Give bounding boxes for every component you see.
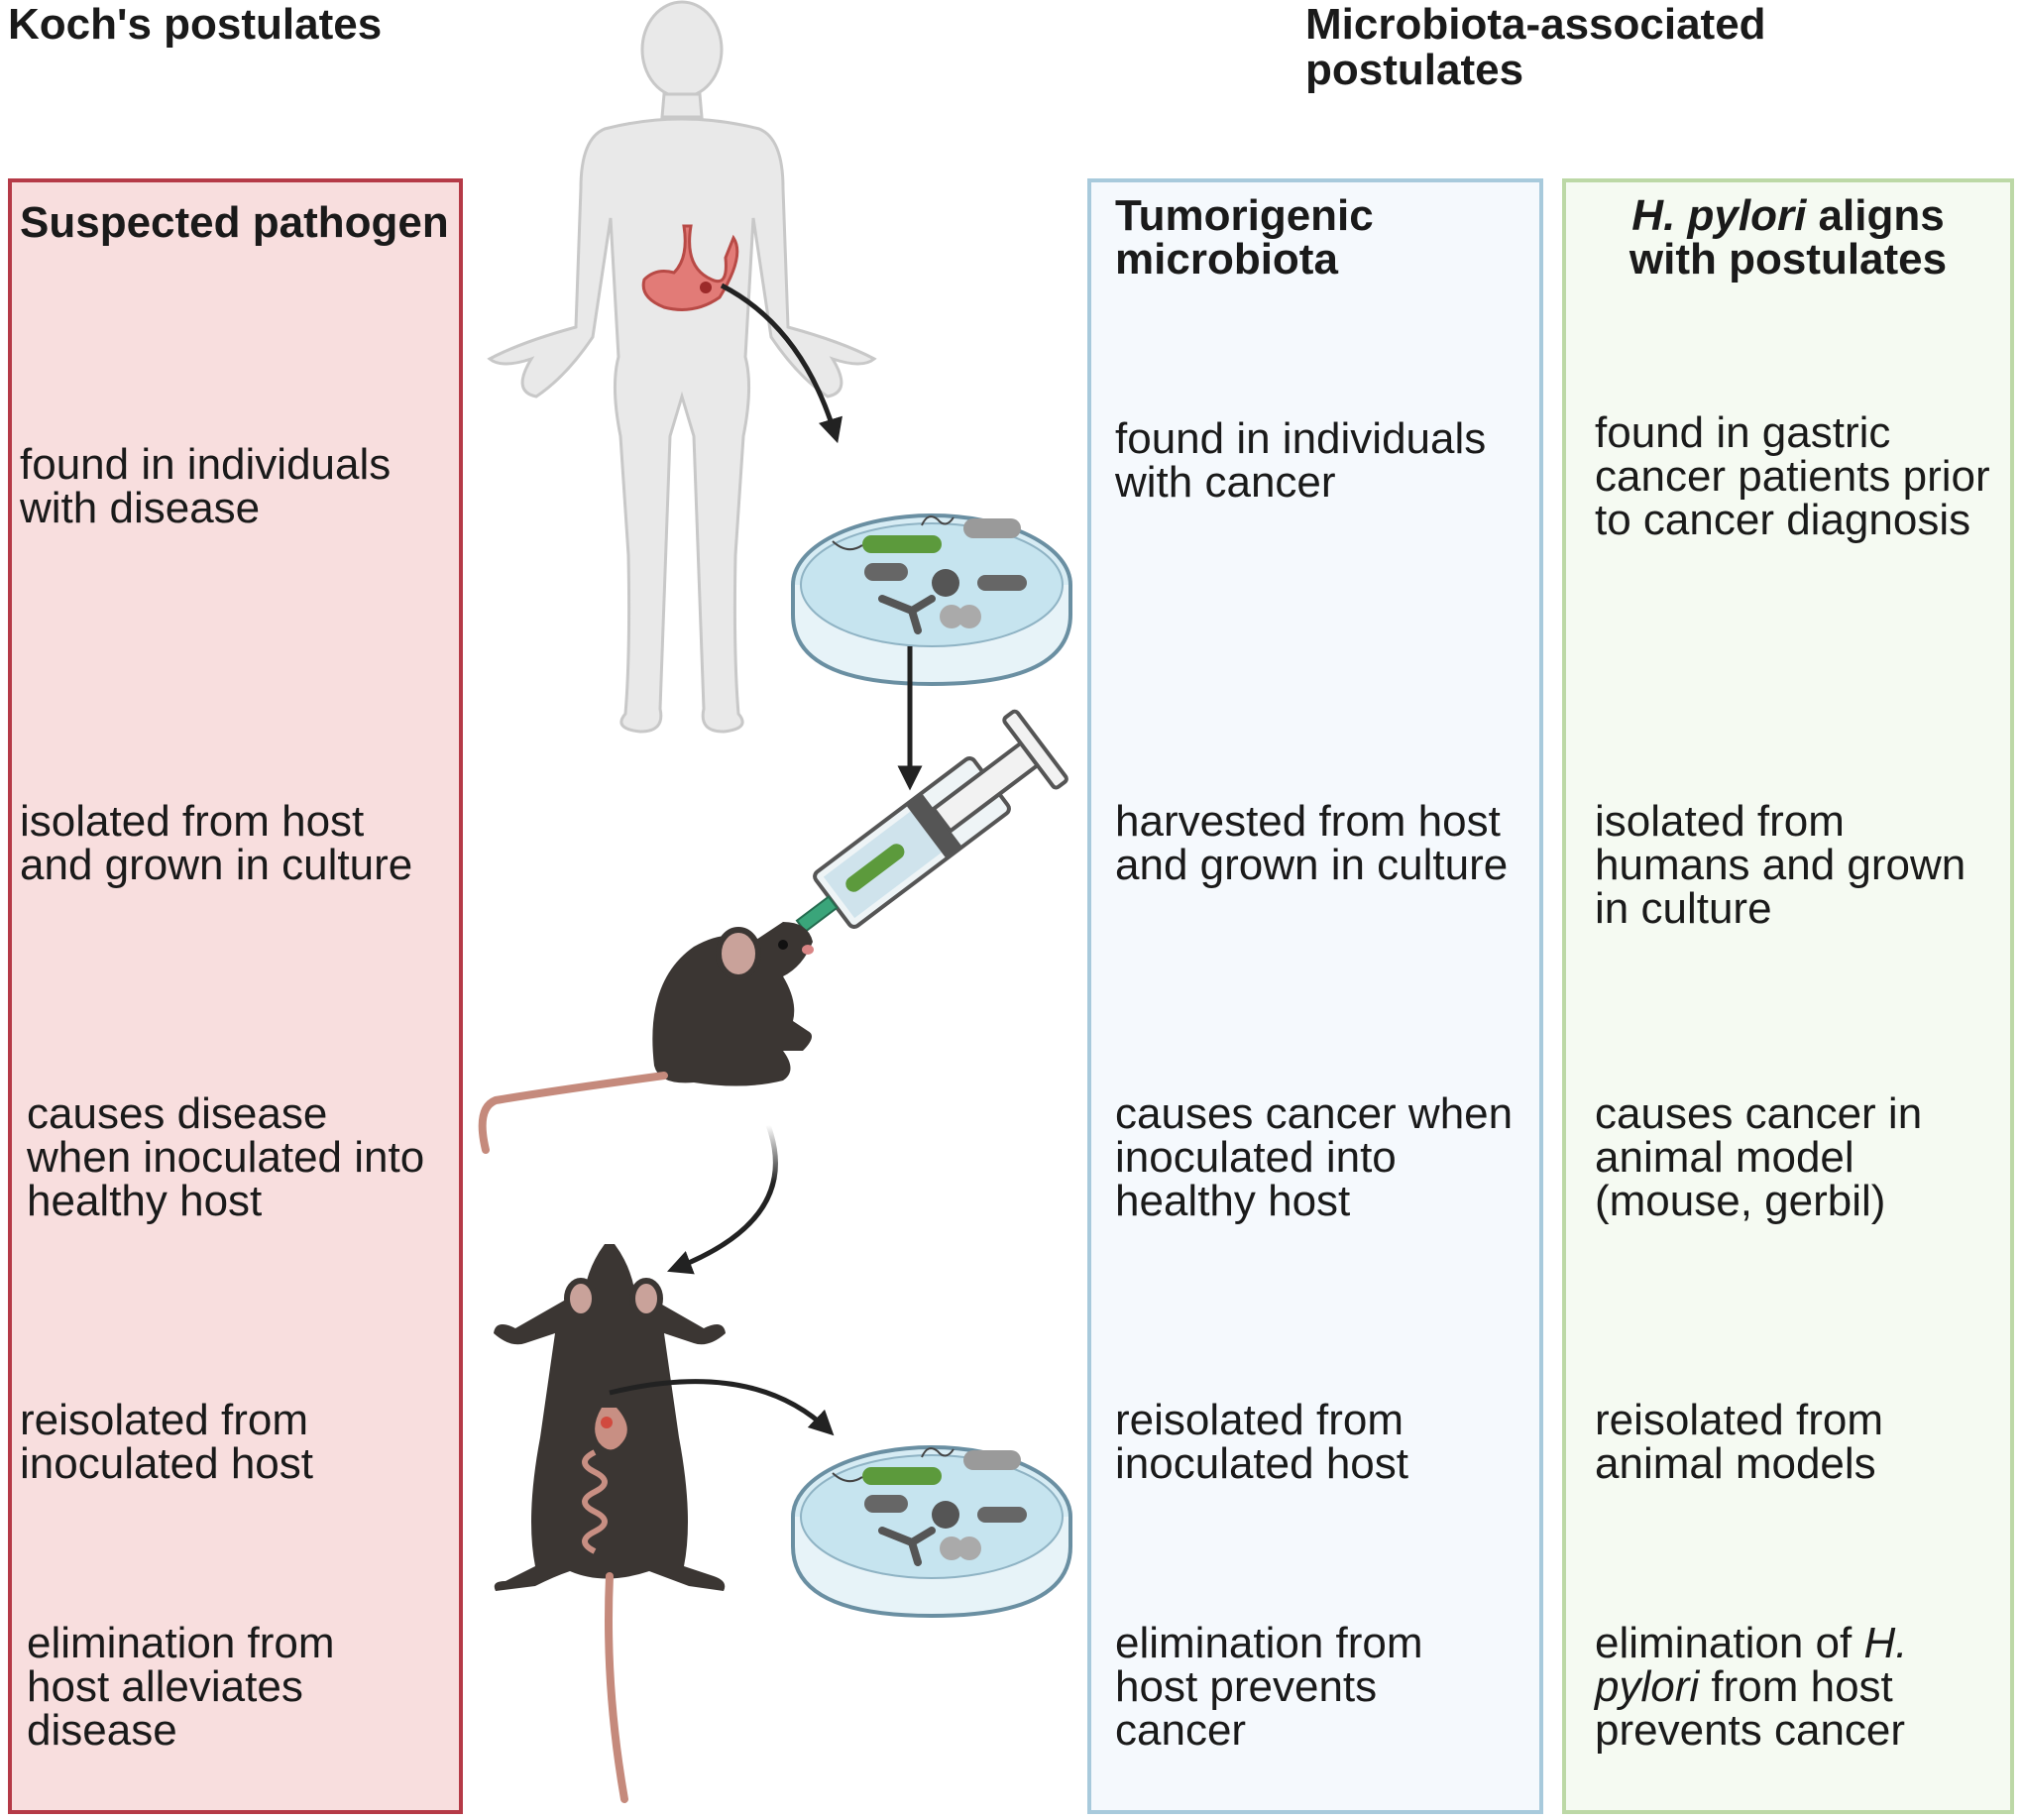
- koch-panel: [8, 178, 463, 1814]
- arrow-dissected-to-dish: [609, 1379, 835, 1436]
- hpylori-item-1: found in gastric cancer patients prior t…: [1595, 408, 1990, 544]
- arrow-stomach-to-dish: [720, 283, 842, 444]
- hpylori-item-2: isolated from humans and grown in cultur…: [1595, 797, 1966, 933]
- hpylori-item-5-italic1: H.: [1863, 1619, 1908, 1667]
- microbiota-panel-title: Tumorigenic microbiota: [1115, 191, 1374, 284]
- dissected-mouse-icon: [494, 1244, 726, 1803]
- bacteria-icon: [832, 1447, 1027, 1566]
- mouse-icon: [478, 922, 814, 1154]
- human-body-icon: [487, 0, 877, 734]
- koch-panel-title: Suspected pathogen: [20, 198, 449, 247]
- hpylori-item-5-line3: prevents cancer: [1595, 1706, 1906, 1755]
- koch-heading: Koch's postulates: [8, 0, 383, 49]
- microbiota-item-4: reisolated from inoculated host: [1115, 1396, 1408, 1488]
- koch-item-4: reisolated from inoculated host: [20, 1396, 313, 1488]
- hpylori-item-4: reisolated from animal models: [1595, 1396, 1884, 1488]
- syringe-icon: [795, 709, 1068, 934]
- koch-item-5: elimination from host alleviates disease: [27, 1619, 335, 1755]
- hpylori-item-3: causes cancer in animal model (mouse, ge…: [1595, 1089, 1923, 1225]
- hpylori-panel-title: H. pylori aligns with postulates: [1562, 194, 2014, 282]
- microbiota-heading: Microbiota-associated postulates: [1305, 0, 1766, 94]
- hpylori-item-5-part1: elimination of: [1595, 1619, 1864, 1667]
- hpylori-title-rest: aligns: [1806, 191, 1945, 240]
- microbiota-item-3: causes cancer when inoculated into healt…: [1115, 1089, 1514, 1225]
- hpylori-item-5-italic2: pylori: [1595, 1662, 1700, 1711]
- koch-item-3: causes disease when inoculated into heal…: [27, 1089, 425, 1225]
- bacteria-icon: [832, 515, 1027, 634]
- hpylori-title-italic: H. pylori: [1631, 191, 1807, 240]
- petri-dish-icon: [791, 513, 1072, 687]
- stomach-icon: [641, 224, 739, 311]
- koch-item-1: found in individuals with disease: [20, 440, 392, 532]
- arrow-mouse-to-dissected: [667, 1124, 778, 1275]
- hpylori-panel: [1562, 178, 2014, 1814]
- microbiota-item-1: found in individuals with cancer: [1115, 414, 1487, 507]
- microbiota-item-5: elimination from host prevents cancer: [1115, 1619, 1423, 1755]
- hpylori-item-5: elimination of H. pylori from host preve…: [1595, 1622, 1907, 1753]
- microbiota-panel: [1087, 178, 1543, 1814]
- hpylori-title-line2: with postulates: [1629, 235, 1948, 284]
- hpylori-item-5-part2: from host: [1699, 1662, 1893, 1711]
- microbiota-item-2: harvested from host and grown in culture: [1115, 797, 1509, 889]
- petri-dish-icon: [791, 1445, 1072, 1619]
- koch-item-2: isolated from host and grown in culture: [20, 797, 413, 889]
